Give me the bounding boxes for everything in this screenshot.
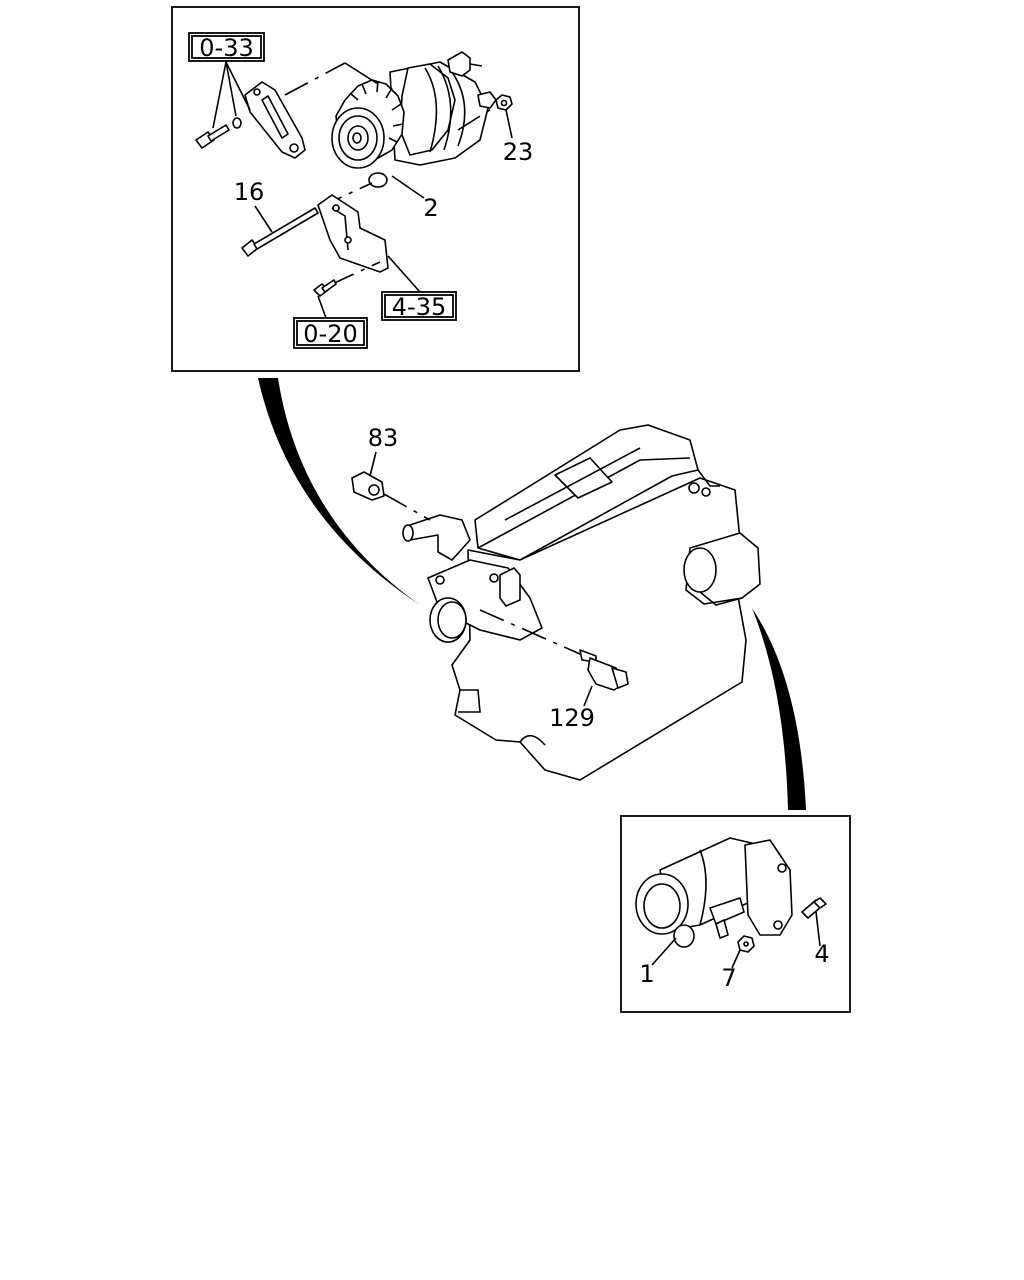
ref-box-0-20[interactable]: 0-20 (293, 317, 368, 349)
engine-illustration (351, 424, 761, 781)
starter-bolt-4-illustration (801, 897, 827, 919)
starter-panel: 1 7 4 (620, 815, 851, 1013)
ref-label-0-20: 0-20 (303, 320, 357, 348)
bolt-0-20-illustration (313, 279, 337, 297)
ref-box-4-35[interactable]: 4-35 (381, 291, 457, 321)
callout-129: 129 (549, 704, 595, 732)
callout-7: 7 (721, 964, 736, 992)
leader-arc-alternator (258, 378, 420, 605)
callout-23: 23 (503, 138, 534, 166)
ref-label-4-35: 4-35 (392, 293, 446, 321)
callout-4: 4 (814, 940, 829, 968)
support-bracket-illustration (317, 194, 389, 273)
bolt-0-33-illustration (195, 117, 242, 149)
callout-16: 16 (234, 178, 265, 206)
alternator-panel-frame (171, 6, 580, 372)
alternator-illustration (331, 51, 497, 188)
callout-83: 83 (368, 424, 399, 452)
callout-1: 1 (639, 960, 654, 988)
adjusting-bracket-illustration (244, 81, 306, 159)
starter-motor-illustration (635, 837, 793, 948)
callout-2: 2 (423, 194, 438, 222)
ref-box-0-33[interactable]: 0-33 (188, 32, 265, 62)
nut-23-illustration (495, 94, 513, 111)
leader-arc-starter (752, 608, 806, 810)
alternator-panel: 0-33 4-35 0-20 23 16 2 (171, 6, 580, 372)
through-bolt-16-illustration (241, 207, 319, 257)
ref-label-0-33: 0-33 (199, 34, 253, 62)
